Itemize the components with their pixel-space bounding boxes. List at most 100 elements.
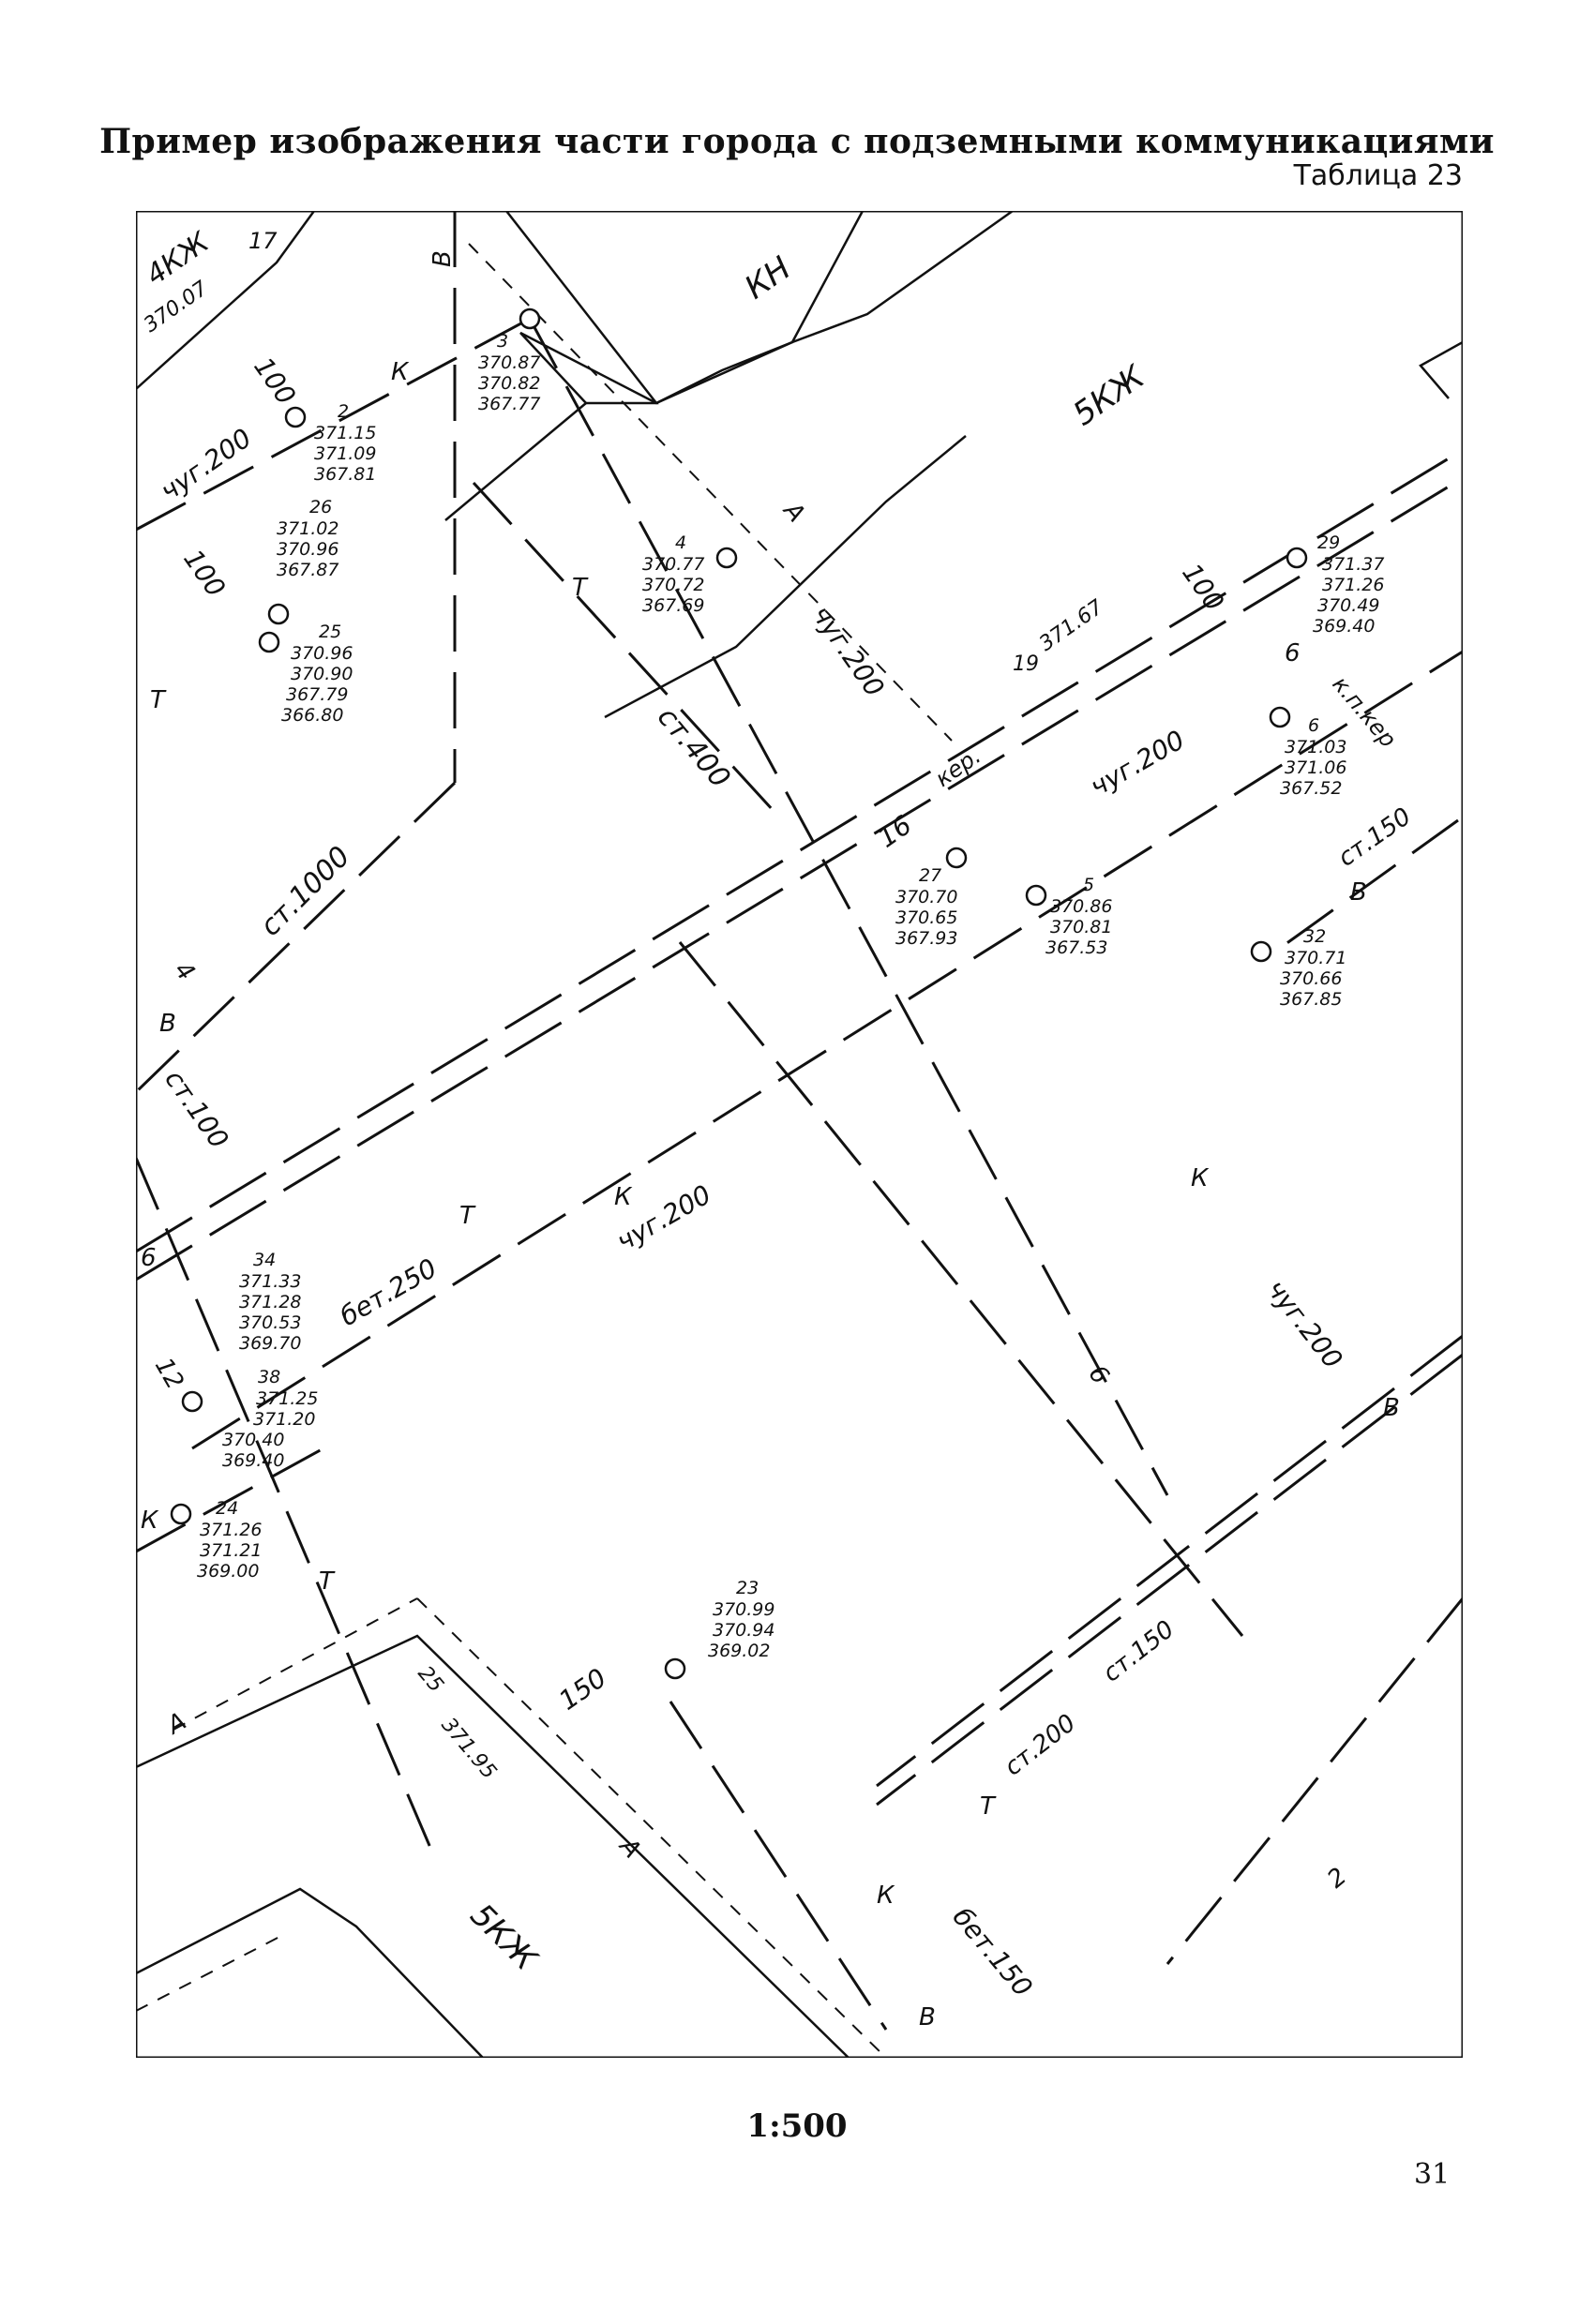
well-27	[945, 847, 968, 869]
pipe-label-18: 150	[553, 1662, 612, 1717]
label-building-kn: КН	[738, 249, 798, 307]
svg-text:369.40: 369.40	[222, 1450, 284, 1471]
heat-line-bottom-right-2	[876, 1353, 1463, 1807]
svg-text:367.69: 367.69	[642, 595, 704, 616]
sewer-line-bottom-left	[136, 1447, 324, 1553]
code-sewer-left: К	[141, 1507, 159, 1535]
svg-text:26: 26	[309, 497, 332, 517]
well-data-3: 3 370.87 370.82 367.77	[478, 331, 540, 414]
well-23	[664, 1657, 686, 1680]
svg-text:370.96: 370.96	[277, 539, 338, 560]
code-heat-st400: Т	[572, 574, 589, 602]
pipe-label-19: 16	[872, 809, 917, 853]
well-5	[1025, 884, 1047, 907]
svg-text:370.77: 370.77	[642, 554, 704, 575]
svg-text:3: 3	[497, 331, 508, 352]
well-38	[181, 1390, 203, 1413]
code-heat-bottom: Т	[319, 1567, 336, 1596]
pipe-label-23: 4	[169, 956, 201, 986]
svg-text:370.53: 370.53	[239, 1312, 301, 1333]
well-data-6: 6 371.03 371.06 367.52	[1280, 715, 1346, 799]
svg-text:369.00: 369.00	[197, 1561, 259, 1582]
spot-height-0: 370.07	[140, 277, 212, 337]
code-sewer-a-left: А	[161, 1707, 191, 1741]
sewer-main	[191, 650, 1463, 1450]
label-building-5kj-bottom: 5КЖ	[463, 1897, 546, 1979]
svg-text:27: 27	[919, 865, 941, 886]
well-4	[715, 547, 738, 569]
well-data-27: 27 370.70 370.65 367.93	[895, 865, 957, 949]
svg-text:371.03: 371.03	[1285, 737, 1346, 757]
svg-text:2: 2	[338, 401, 349, 422]
code-water-left: В	[159, 1010, 176, 1038]
svg-text:370.96: 370.96	[291, 643, 353, 664]
label-building-25: 25	[413, 1662, 447, 1698]
well-26	[267, 603, 290, 625]
building-5kj-outline	[444, 211, 1014, 521]
code-heat-bottom-right: Т	[980, 1792, 997, 1821]
svg-text:4: 4	[675, 532, 686, 553]
pipe-label-21: 6	[1082, 1360, 1114, 1390]
svg-text:370.90: 370.90	[291, 664, 353, 684]
code-sewer-main: К	[614, 1183, 633, 1211]
well-25	[258, 631, 280, 653]
svg-text:370.99: 370.99	[713, 1599, 774, 1620]
page-title: Пример изображения части города с подзем…	[99, 122, 1495, 161]
svg-text:38: 38	[258, 1367, 280, 1387]
well-29	[1286, 547, 1308, 569]
svg-text:371.20: 371.20	[253, 1409, 315, 1430]
pipe-label-12: бет.150	[947, 1901, 1039, 2002]
heat-line-right-diag	[678, 941, 1244, 1637]
pipe-label-24: 12	[149, 1354, 189, 1395]
svg-text:371.09: 371.09	[314, 443, 376, 464]
pipe-label-16: 100	[177, 544, 232, 603]
svg-text:367.52: 367.52	[1280, 778, 1342, 799]
dash-line-d	[136, 1935, 282, 2012]
page-number: 31	[1414, 2158, 1451, 2191]
well-data-38: 38 371.25 371.20 370.40 369.40	[222, 1367, 318, 1471]
spot-height-1: 371.67	[1035, 595, 1107, 656]
well-24	[170, 1503, 192, 1525]
map-frame	[136, 211, 1463, 2058]
svg-text:367.93: 367.93	[895, 928, 957, 949]
well-data-23: 23 370.99 370.94 369.02	[708, 1578, 774, 1661]
heat-line-left-vert	[136, 1157, 438, 1862]
code-heat-main: Т	[459, 1202, 476, 1230]
pipe-label-20: 6	[1285, 639, 1301, 667]
utility-lines	[136, 211, 1463, 2031]
svg-text:370.66: 370.66	[1280, 968, 1342, 989]
svg-text:371.25: 371.25	[256, 1388, 318, 1409]
svg-text:367.53: 367.53	[1045, 937, 1107, 958]
svg-text:366.80: 366.80	[281, 705, 343, 726]
well-2	[284, 406, 307, 428]
building-5kj-top	[655, 211, 865, 405]
pipe-label-4: чуг.200	[1260, 1274, 1348, 1374]
building-right	[1419, 340, 1463, 399]
svg-text:25: 25	[319, 622, 341, 642]
svg-text:369.40: 369.40	[1313, 616, 1375, 637]
dash-line-b	[416, 1597, 887, 2058]
svg-text:367.87: 367.87	[277, 560, 338, 580]
svg-text:371.06: 371.06	[1285, 757, 1346, 778]
water-line-bottom	[1165, 1597, 1463, 1965]
building-19	[604, 435, 967, 719]
well-data-29: 29 371.37 371.26 370.49 369.40	[1313, 532, 1384, 637]
svg-text:367.79: 367.79	[286, 684, 348, 705]
svg-text:370.82: 370.82	[478, 373, 540, 394]
map-labels: 4КЖ 17 КН 5КЖ 19 25 5КЖ 370.07 371.67 37…	[140, 225, 1416, 2032]
well-data-26: 26 371.02 370.96 367.87	[277, 497, 338, 580]
pipe-label-10: ст.200	[1000, 1709, 1081, 1781]
svg-text:369.02: 369.02	[708, 1641, 770, 1661]
code-heat-left: Т	[150, 686, 167, 714]
svg-text:370.86: 370.86	[1050, 896, 1112, 917]
code-sewer-top: К	[391, 358, 410, 386]
well-data-5: 5 370.86 370.81 367.53	[1045, 875, 1112, 958]
svg-text:370.72: 370.72	[642, 575, 704, 595]
pipe-label-7: ст.100	[158, 1064, 234, 1154]
building-top-left	[136, 211, 316, 390]
svg-text:370.81: 370.81	[1050, 917, 1112, 937]
pipe-label-0: чуг.200	[155, 423, 257, 507]
pipe-label-11: бет.250	[335, 1252, 442, 1332]
pipe-label-25: 2	[1322, 1863, 1352, 1895]
well-data-34: 34 371.33 371.28 370.53 369.70	[239, 1250, 301, 1354]
